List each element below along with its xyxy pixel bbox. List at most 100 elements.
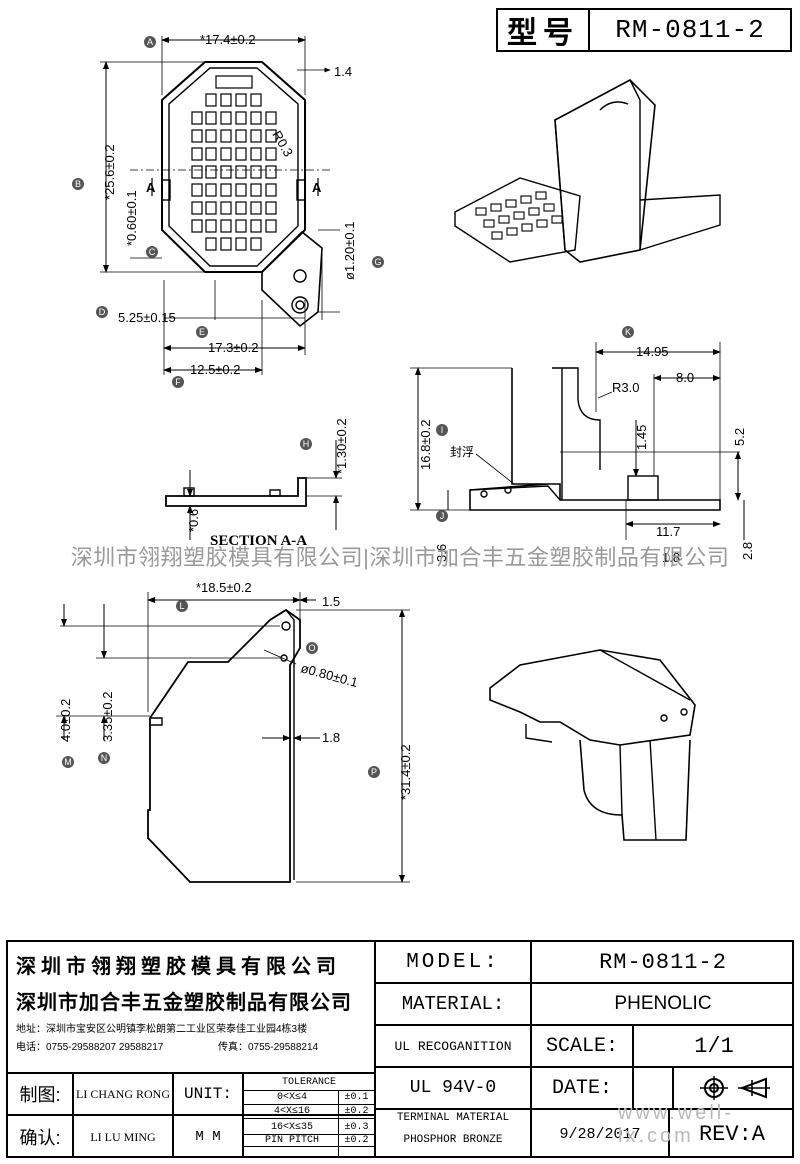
tol-value-4: ±0.2 [344, 1135, 369, 1146]
dim-side-117: 11.7 [656, 524, 680, 539]
tb-ul-value: UL 94V-0 [409, 1078, 497, 1098]
tb-material-label: MATERIAL: [401, 993, 505, 1015]
dim-side-1495: 14.95 [636, 344, 669, 359]
balloon-i: I [436, 424, 448, 436]
tol-value-1: ±0.1 [344, 1092, 369, 1103]
dim-side-168: 16.8±0.2 [418, 419, 433, 470]
watermark-site: www.well-lx.com [618, 1102, 734, 1147]
svg-text:C: C [149, 247, 156, 257]
dim-front-15: 1.5 [322, 594, 340, 609]
tb-ul-label: UL RECOGANITION [394, 1038, 512, 1054]
top-view-grid [191, 75, 277, 251]
svg-text:J: J [440, 511, 445, 521]
balloon-p: P [368, 766, 380, 778]
svg-text:K: K [625, 327, 631, 337]
tb-terminal-line1: TERMINAL MATERIAL [396, 1112, 510, 1124]
dim-top-060: *0.60±0.1 [124, 190, 139, 246]
svg-text:P: P [371, 767, 377, 777]
tol-range-1: 0<X≤4 [276, 1092, 307, 1103]
balloon-m: M [62, 756, 74, 768]
tb-unit-value: M M [195, 1129, 221, 1145]
tb-rev-value: A [751, 1121, 765, 1147]
svg-text:A: A [147, 37, 153, 47]
dim-top-120: ø1.20±0.1 [342, 222, 357, 280]
svg-text:D: D [99, 307, 106, 317]
balloon-o: O [306, 642, 318, 654]
tb-date-label: DATE: [551, 1076, 612, 1100]
dim-side-145: 1.45 [634, 425, 649, 450]
header-model-label: 型号 [498, 10, 590, 50]
balloon-b: B [72, 178, 84, 190]
dim-side-80: 8.0 [676, 370, 694, 385]
dim-sec-130: *1.30±0.2 [334, 418, 349, 474]
tb-terminal-line2: PHOSPHOR BRONZE [403, 1134, 503, 1146]
tb-rev: REV:A [670, 1110, 794, 1158]
section-title: SECTION A-A [210, 533, 307, 549]
header-model-box: 型号 RM-0811-2 [496, 8, 792, 52]
dim-top-1-4: 1.4 [334, 64, 352, 79]
svg-text:G: G [374, 257, 381, 267]
section-aa-labels: SECTION A-A *1.30±0.2 *0.6 [186, 418, 349, 549]
dim-front-080: ø0.80±0.1 [299, 660, 359, 690]
dim-front-18: 1.8 [322, 730, 340, 745]
dim-front-185: *18.5±0.2 [196, 580, 252, 595]
svg-text:M: M [64, 757, 72, 767]
side-view [410, 342, 745, 540]
dim-top-width: *17.4±0.2 [200, 32, 256, 47]
side-label-cn: 封浮 [450, 445, 474, 459]
dim-side-r30: R3.0 [612, 380, 639, 395]
dim-top-525: 5.25±0.15 [118, 310, 176, 325]
top-view [100, 36, 340, 375]
balloon-a: A [144, 36, 156, 48]
tb-phone: 电话：0755-29588207 29588217 [16, 1042, 164, 1053]
dim-side-52: 5.2 [732, 428, 747, 446]
tb-fax: 传真：0755-29588214 [218, 1042, 319, 1053]
svg-text:B: B [75, 179, 81, 189]
dim-top-173: 17.3±0.2 [208, 340, 259, 355]
balloon-n: N [98, 752, 110, 764]
balloon-g: G [372, 256, 384, 268]
tol-range-2: 4<X≤16 [273, 1106, 310, 1117]
balloon-j: J [436, 510, 448, 522]
dim-side-36: 3.6 [434, 544, 449, 562]
tb-checked-value: LI LU MING [90, 1129, 156, 1144]
tb-company2: 深圳市加合丰五金塑胶制品有限公司 [16, 992, 352, 1014]
iso-view-bottom [489, 649, 696, 841]
front-view-labels: *18.5±0.2 1.5 ø0.80±0.1 4.0±0.2 3.35±0.2… [58, 580, 413, 800]
svg-text:H: H [303, 439, 310, 449]
svg-text:E: E [199, 327, 205, 337]
header-model-value: RM-0811-2 [615, 15, 765, 45]
balloon-l: L [176, 600, 188, 612]
tol-range-3: 16<X≤35 [270, 1121, 313, 1133]
tol-range-4: PIN PITCH [264, 1135, 319, 1146]
dim-side-28: 2.8 [740, 542, 755, 560]
dim-side-18: 1.8 [662, 550, 680, 565]
svg-text:O: O [308, 643, 315, 653]
tb-company1: 深圳市翎翔塑胶模具有限公司 [16, 956, 341, 978]
tb-model-label: MODEL: [406, 950, 500, 974]
tol-value-3: ±0.3 [344, 1121, 369, 1133]
tb-drawn-value: LI CHANG RONG [76, 1086, 170, 1101]
dim-top-125: 12.5±0.2 [190, 362, 241, 377]
svg-text:F: F [175, 377, 181, 387]
top-view-labels: *17.4±0.2 1.4 *25.6±0.2 R0.3 *0.60±0.1 ø… [102, 32, 357, 377]
balloon-d: D [96, 306, 108, 318]
tb-date-value: 9/28/2017 [559, 1125, 641, 1143]
balloon-k: K [622, 326, 634, 338]
svg-text:N: N [101, 753, 108, 763]
dim-top-height: *25.6±0.2 [102, 144, 117, 200]
balloon-e: E [196, 326, 208, 338]
section-aa-view [165, 440, 342, 540]
tb-rev-label: REV: [698, 1121, 752, 1147]
balloon-h: H [300, 438, 312, 450]
tb-checked-label: 确认: [19, 1128, 61, 1148]
tol-value-2: ±0.2 [344, 1106, 369, 1117]
tb-model-value: RM-0811-2 [599, 949, 727, 975]
dim-sec-06: *0.6 [186, 509, 201, 532]
tb-tolerance-title: TOLERANCE [281, 1076, 336, 1088]
balloon-f: F [172, 376, 184, 388]
tb-address: 地址：深圳市宝安区公明镇李松朗第二工业区荣泰佳工业园4栋3楼 [16, 1024, 308, 1035]
side-view-labels: 14.95 R3.0 8.0 16.8±0.2 1.45 5.2 封浮 11.7… [418, 344, 755, 565]
iso-view-top [454, 79, 721, 263]
